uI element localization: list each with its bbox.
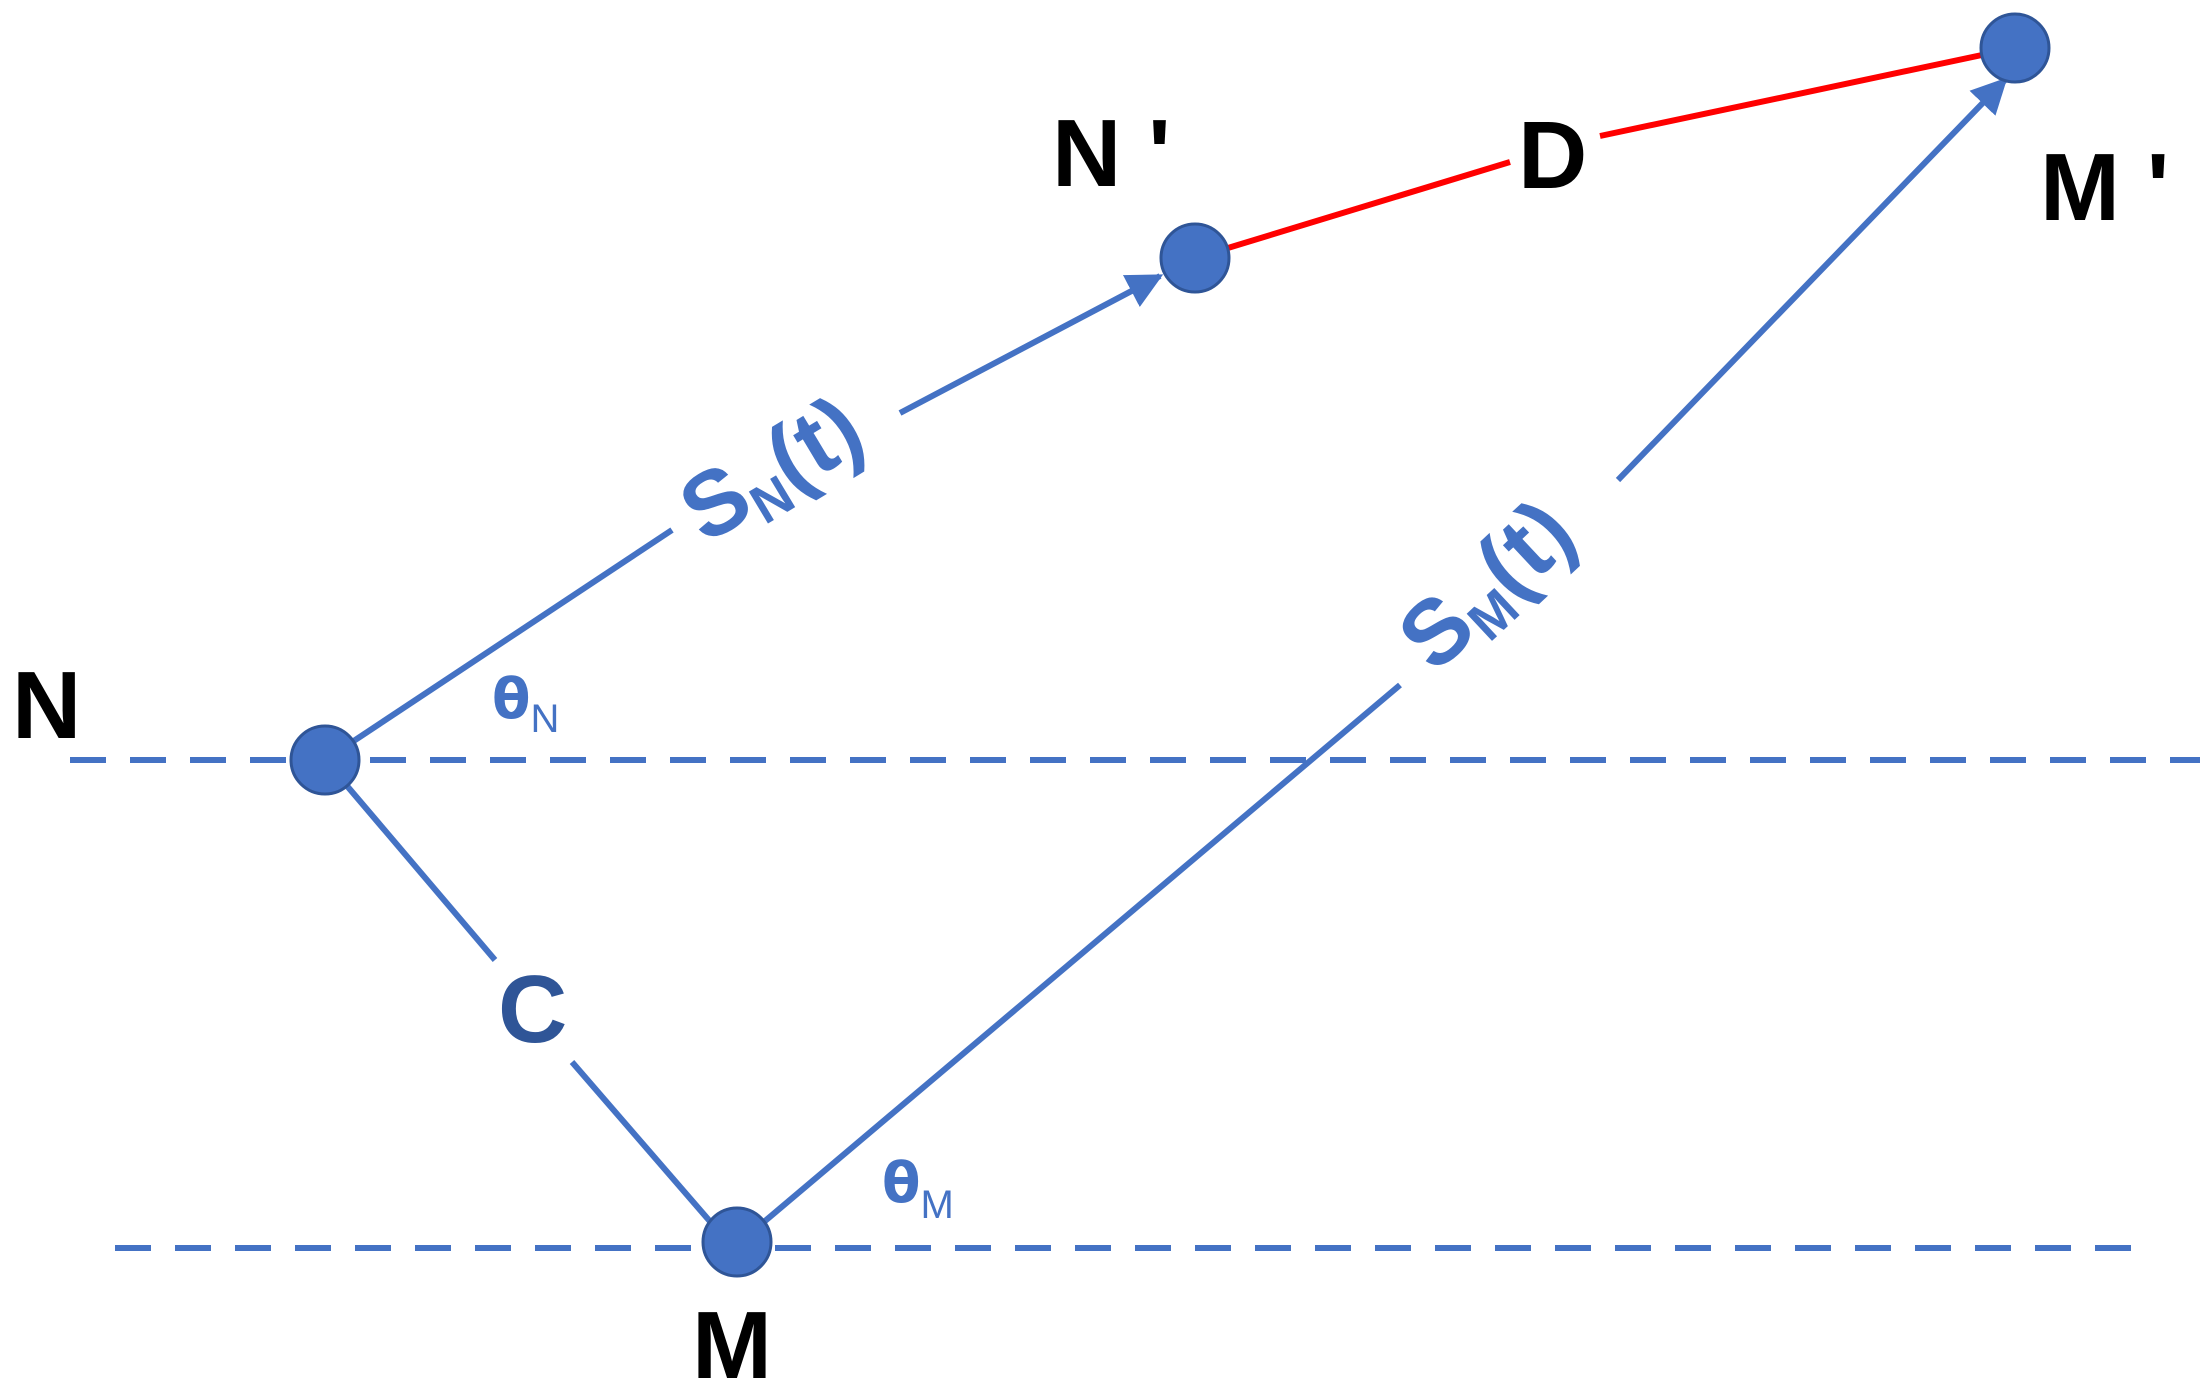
label-theta-n: θN [492,667,559,741]
vector-sm-segment-lower [731,682,1402,1251]
label-vector-sn: SN(t) [663,376,883,568]
label-n: N [12,652,81,759]
label-m-prime: M ' [2040,134,2169,241]
node-n [289,724,361,796]
label-vector-sm: SM(t) [1379,480,1598,694]
edge-d-segment-left [1194,159,1511,261]
node-n-prime [1159,222,1231,294]
vector-sn-segment-lower [323,527,674,763]
vector-sn-segment-upper [898,273,1164,416]
node-m [701,1206,773,1278]
edge-c-segment-upper [322,758,498,962]
label-d: D [1518,102,1587,209]
label-c: C [498,956,567,1063]
vector-sm-segment-upper [1615,77,2008,483]
label-n-prime: N ' [1052,100,1171,207]
label-theta-m: θM [882,1151,954,1227]
label-m: M [692,1292,772,1399]
edge-c-segment-lower [569,1060,736,1250]
node-m-prime [1979,12,2051,84]
edge-d-segment-right [1599,45,2016,139]
